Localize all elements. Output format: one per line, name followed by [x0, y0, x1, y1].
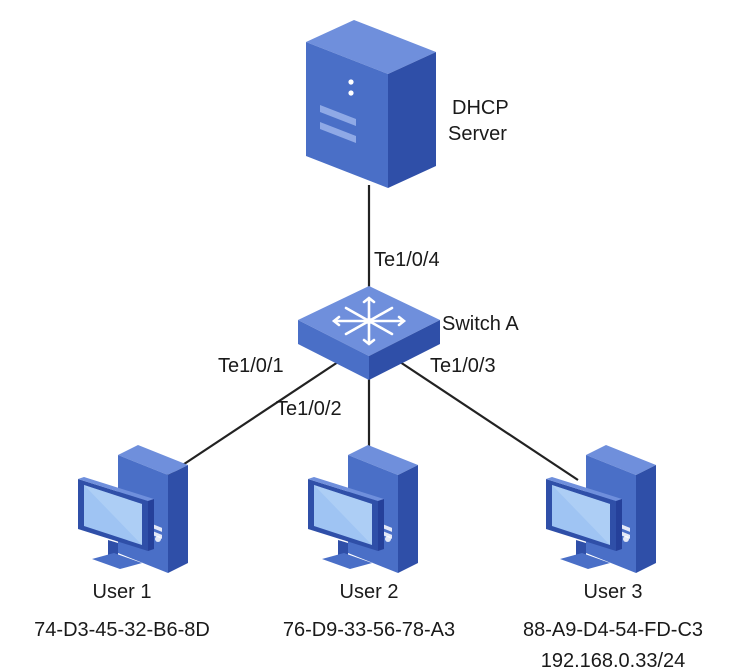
switch-label: Switch A — [442, 313, 519, 335]
user2-mac: 76-D9-33-56-78-A3 — [283, 619, 455, 641]
user3-mac: 88-A9-D4-54-FD-C3 — [523, 619, 703, 641]
switch-arrows-icon — [331, 296, 407, 346]
user3-ip: 192.168.0.33/24 — [541, 650, 686, 672]
link-switch-user3 — [399, 361, 579, 481]
user2-name: User 2 — [340, 581, 399, 603]
user1-mac: 74-D3-45-32-B6-8D — [34, 619, 210, 641]
server-label-line2: Server — [448, 123, 507, 145]
user1-pc-icon[interactable] — [78, 445, 188, 573]
switch-icon[interactable] — [298, 286, 440, 380]
user1-name: User 1 — [93, 581, 152, 603]
port-label-te1-0-4: Te1/0/4 — [374, 249, 440, 271]
port-label-te1-0-1: Te1/0/1 — [218, 355, 284, 377]
user3-pc-icon[interactable] — [546, 445, 656, 573]
user3-name: User 3 — [584, 581, 643, 603]
server-label-line1: DHCP — [452, 97, 509, 119]
user2-pc-icon[interactable] — [308, 445, 418, 573]
port-label-te1-0-2: Te1/0/2 — [276, 398, 342, 420]
link-switch-user1 — [159, 361, 339, 481]
port-label-te1-0-3: Te1/0/3 — [430, 355, 496, 377]
dhcp-server-icon[interactable] — [306, 20, 436, 188]
